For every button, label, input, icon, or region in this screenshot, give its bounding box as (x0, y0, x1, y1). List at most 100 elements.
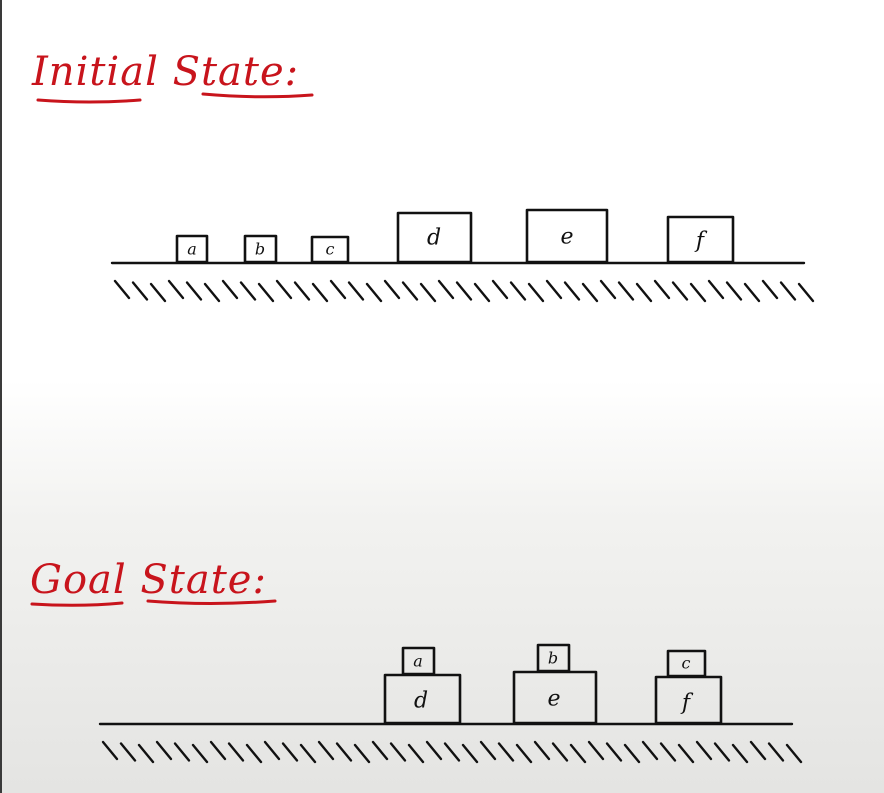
block-b-outline (536, 643, 571, 673)
hatch-mark (785, 743, 803, 764)
hatch-mark (281, 742, 299, 762)
hatch-mark (335, 742, 353, 762)
hatch-mark (587, 740, 605, 761)
block: a (175, 234, 209, 264)
block-a-outline (175, 234, 209, 264)
hatch-mark (599, 279, 617, 300)
initial-heading-underline (36, 92, 314, 104)
hatch-mark (401, 281, 419, 301)
hatch-mark (677, 743, 695, 764)
hatch-mark (527, 282, 545, 303)
hatch-mark (671, 281, 689, 301)
hatch-mark (227, 742, 245, 762)
hatch-mark (239, 281, 257, 301)
hatch-mark (569, 743, 587, 764)
block: f (666, 215, 735, 264)
hatch-mark (173, 742, 191, 762)
hatch-mark (659, 742, 677, 762)
hatch-mark (653, 279, 671, 300)
hatch-mark (731, 743, 749, 764)
goal-table-hatching (101, 740, 803, 764)
hatch-mark (311, 282, 329, 303)
block-label: e (560, 225, 573, 250)
hatch-mark (713, 742, 731, 762)
block-label: d (427, 226, 441, 251)
hatch-mark (113, 279, 131, 300)
block-f-outline (666, 215, 735, 264)
hatch-mark (347, 281, 365, 301)
hatch-mark (365, 282, 383, 303)
hatch-mark (479, 740, 497, 761)
page-left-edge (0, 0, 2, 793)
hatch-mark (443, 742, 461, 762)
hatch-mark (767, 742, 785, 762)
block: d (383, 673, 462, 725)
block: b (536, 643, 571, 673)
hatch-mark (707, 279, 725, 300)
hatch-mark (293, 281, 311, 301)
hatch-mark (509, 281, 527, 301)
block: a (401, 646, 436, 676)
block-label: a (187, 240, 197, 259)
hatch-mark (221, 279, 239, 300)
hatch-mark (317, 740, 335, 761)
hatch-mark (137, 743, 155, 764)
hatch-mark (491, 279, 509, 300)
hatch-mark (605, 742, 623, 762)
block: d (396, 211, 473, 264)
hatch-mark (389, 742, 407, 762)
hatch-mark (563, 281, 581, 301)
goal-state-scene: d a e b f c (98, 643, 803, 764)
initial-state-scene: a b c d e f (110, 208, 815, 303)
hatch-mark (149, 282, 167, 303)
hatch-mark (623, 743, 641, 764)
hatch-mark (131, 281, 149, 301)
hatch-mark (497, 742, 515, 762)
hatch-mark (695, 740, 713, 761)
hatch-mark (245, 743, 263, 764)
hatch-mark (419, 282, 437, 303)
hatch-mark (743, 282, 761, 303)
block-e-outline (525, 208, 609, 264)
hatch-mark (257, 282, 275, 303)
block-label: f (680, 691, 694, 716)
hatch-mark (533, 740, 551, 761)
hatch-mark (617, 281, 635, 301)
hatch-mark (383, 279, 401, 300)
hatch-mark (275, 279, 293, 300)
hatch-mark (551, 742, 569, 762)
block: b (243, 234, 278, 264)
hatch-mark (515, 743, 533, 764)
hatch-mark (473, 282, 491, 303)
block: e (525, 208, 609, 264)
hatch-mark (191, 743, 209, 764)
block-label: d (414, 689, 428, 714)
hatch-mark (641, 740, 659, 761)
hatch-mark (437, 279, 455, 300)
hatch-mark (185, 281, 203, 301)
hatch-mark (101, 740, 119, 761)
hatch-mark (725, 281, 743, 301)
block-label: c (682, 654, 691, 673)
hatch-mark (299, 743, 317, 764)
hatch-mark (581, 282, 599, 303)
block-label: e (547, 687, 560, 712)
hatch-mark (545, 279, 563, 300)
hatch-mark (353, 743, 371, 764)
hatch-mark (155, 740, 173, 761)
goal-state-heading: Goal State: (30, 557, 267, 603)
hatch-mark (749, 740, 767, 761)
hatch-mark (689, 282, 707, 303)
block-label: f (694, 229, 708, 254)
hatch-mark (455, 281, 473, 301)
hatch-mark (203, 282, 221, 303)
hatch-mark (407, 743, 425, 764)
initial-state-heading: Initial State: (32, 49, 300, 95)
block-label: b (548, 649, 558, 668)
hatch-mark (635, 282, 653, 303)
hatch-mark (119, 742, 137, 762)
block: c (666, 649, 707, 678)
hatch-mark (329, 279, 347, 300)
block: c (310, 235, 350, 264)
